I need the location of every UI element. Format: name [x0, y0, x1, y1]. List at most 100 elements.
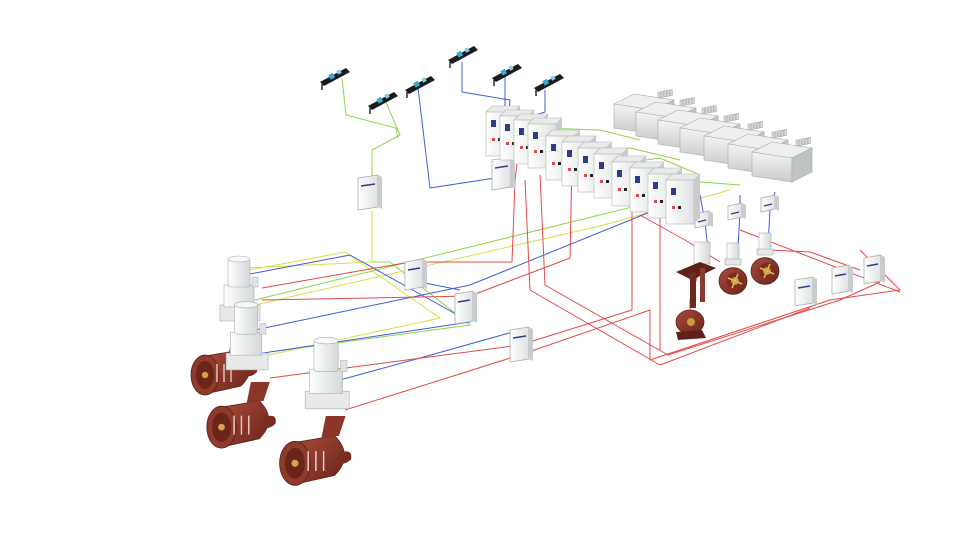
panel-button	[384, 93, 390, 99]
cabinet-display	[533, 132, 538, 139]
azimuth-hub	[291, 459, 299, 467]
box-front	[404, 258, 424, 291]
junction-box-5	[509, 326, 533, 363]
tunnel-blade	[734, 273, 739, 282]
junction-boxes	[357, 156, 885, 363]
cabinet-indicator	[618, 188, 621, 191]
gen-cylinder	[657, 91, 661, 99]
gen-cylinder	[710, 105, 714, 113]
gen-cylinder	[771, 131, 775, 139]
azimuth-thruster-3	[279, 337, 352, 486]
cabinet-switch	[498, 138, 501, 141]
control-panel-6	[534, 74, 564, 96]
panel-screen	[500, 68, 508, 76]
azimuth-gearbox	[230, 331, 263, 356]
generator-set-7	[751, 137, 813, 183]
junction-box-6	[794, 276, 817, 307]
tunnel-motor	[726, 242, 740, 262]
box-label-strip	[697, 219, 707, 223]
cabinet-switch	[660, 200, 663, 203]
gen-cylinder	[723, 115, 727, 123]
cabinet-display	[583, 156, 588, 163]
box-side	[511, 157, 515, 189]
wire-yellow-4	[249, 251, 441, 359]
retractable-motor	[693, 241, 711, 265]
azimuth-strut	[321, 416, 346, 438]
tunnel-motor-base	[724, 258, 742, 266]
wire-red-27	[539, 174, 881, 356]
box-front	[357, 174, 379, 211]
gen-cylinder	[774, 131, 778, 138]
box-label-strip	[494, 165, 509, 169]
gen-cylinder	[713, 105, 717, 112]
gen-cylinder	[701, 107, 705, 115]
azimuth-motor-cap	[313, 337, 339, 345]
cabinet-switch	[558, 162, 561, 165]
box-side	[742, 203, 746, 219]
azimuth-terminal-box	[259, 323, 267, 335]
azimuth-motor	[313, 340, 339, 372]
cabinet-display	[491, 120, 496, 127]
gen-cylinder	[747, 123, 751, 131]
tunnel-motor	[758, 232, 772, 252]
cabinet-indicator	[600, 180, 603, 183]
azimuth-motor-cap	[234, 301, 258, 309]
gen-cylinder	[780, 129, 784, 137]
panel-button	[336, 69, 342, 75]
cabinet-indicator	[520, 146, 523, 149]
box-front	[831, 264, 850, 295]
gen-cylinder	[798, 139, 802, 146]
box-side	[775, 195, 779, 211]
cabinet-display	[551, 144, 556, 151]
cabinet-indicator	[584, 174, 587, 177]
cabinet-display	[505, 124, 510, 131]
panel-screen	[456, 50, 464, 58]
gen-cylinder	[759, 121, 763, 128]
gen-cylinder	[795, 139, 799, 147]
junction-box-7	[831, 264, 853, 295]
cabinet-switch	[590, 174, 593, 177]
panel-screen	[542, 78, 550, 86]
cabinet-display	[567, 150, 572, 157]
gen-cylinder	[750, 123, 754, 130]
wire-red-25	[344, 249, 901, 411]
cabinet-switch	[574, 168, 577, 171]
panel-console	[448, 46, 478, 64]
box-side	[709, 211, 713, 227]
box-label-strip	[360, 183, 376, 187]
gen-cylinder	[704, 107, 708, 114]
panel-screen	[328, 72, 336, 80]
panel-screen	[376, 96, 384, 104]
panel-console	[405, 76, 435, 94]
cabinet-switch	[540, 150, 543, 153]
gen-cylinder	[735, 113, 739, 120]
wire-red-22	[261, 139, 521, 289]
wire-blue-19	[737, 195, 741, 249]
cabinet-switch	[512, 142, 515, 145]
box-label-strip	[457, 299, 471, 303]
azimuth-hub	[201, 371, 209, 379]
gen-cylinder	[732, 113, 736, 121]
gen-cylinder	[756, 121, 760, 129]
box-front	[509, 326, 530, 363]
junction-box-10	[727, 202, 746, 221]
azimuth-slewing-unit	[304, 390, 350, 410]
box-label-strip	[763, 203, 773, 207]
junction-box-8	[863, 254, 885, 285]
gen-cylinder	[685, 98, 689, 106]
junction-box-11	[760, 194, 779, 213]
azimuth-terminal-box	[251, 276, 259, 288]
cabinet-display	[671, 188, 676, 195]
tunnel-thrusters	[675, 232, 780, 340]
control-panel-2	[368, 92, 398, 114]
panel-console	[368, 92, 398, 110]
cabinet-indicator	[552, 162, 555, 165]
box-side	[881, 255, 885, 283]
box-front	[454, 290, 474, 325]
drive-cabinet-right-8	[665, 173, 701, 225]
cabinet-display	[635, 176, 640, 183]
gen-cylinder	[729, 114, 733, 122]
control-panel-1	[320, 68, 350, 90]
wire-red-26	[524, 179, 811, 366]
